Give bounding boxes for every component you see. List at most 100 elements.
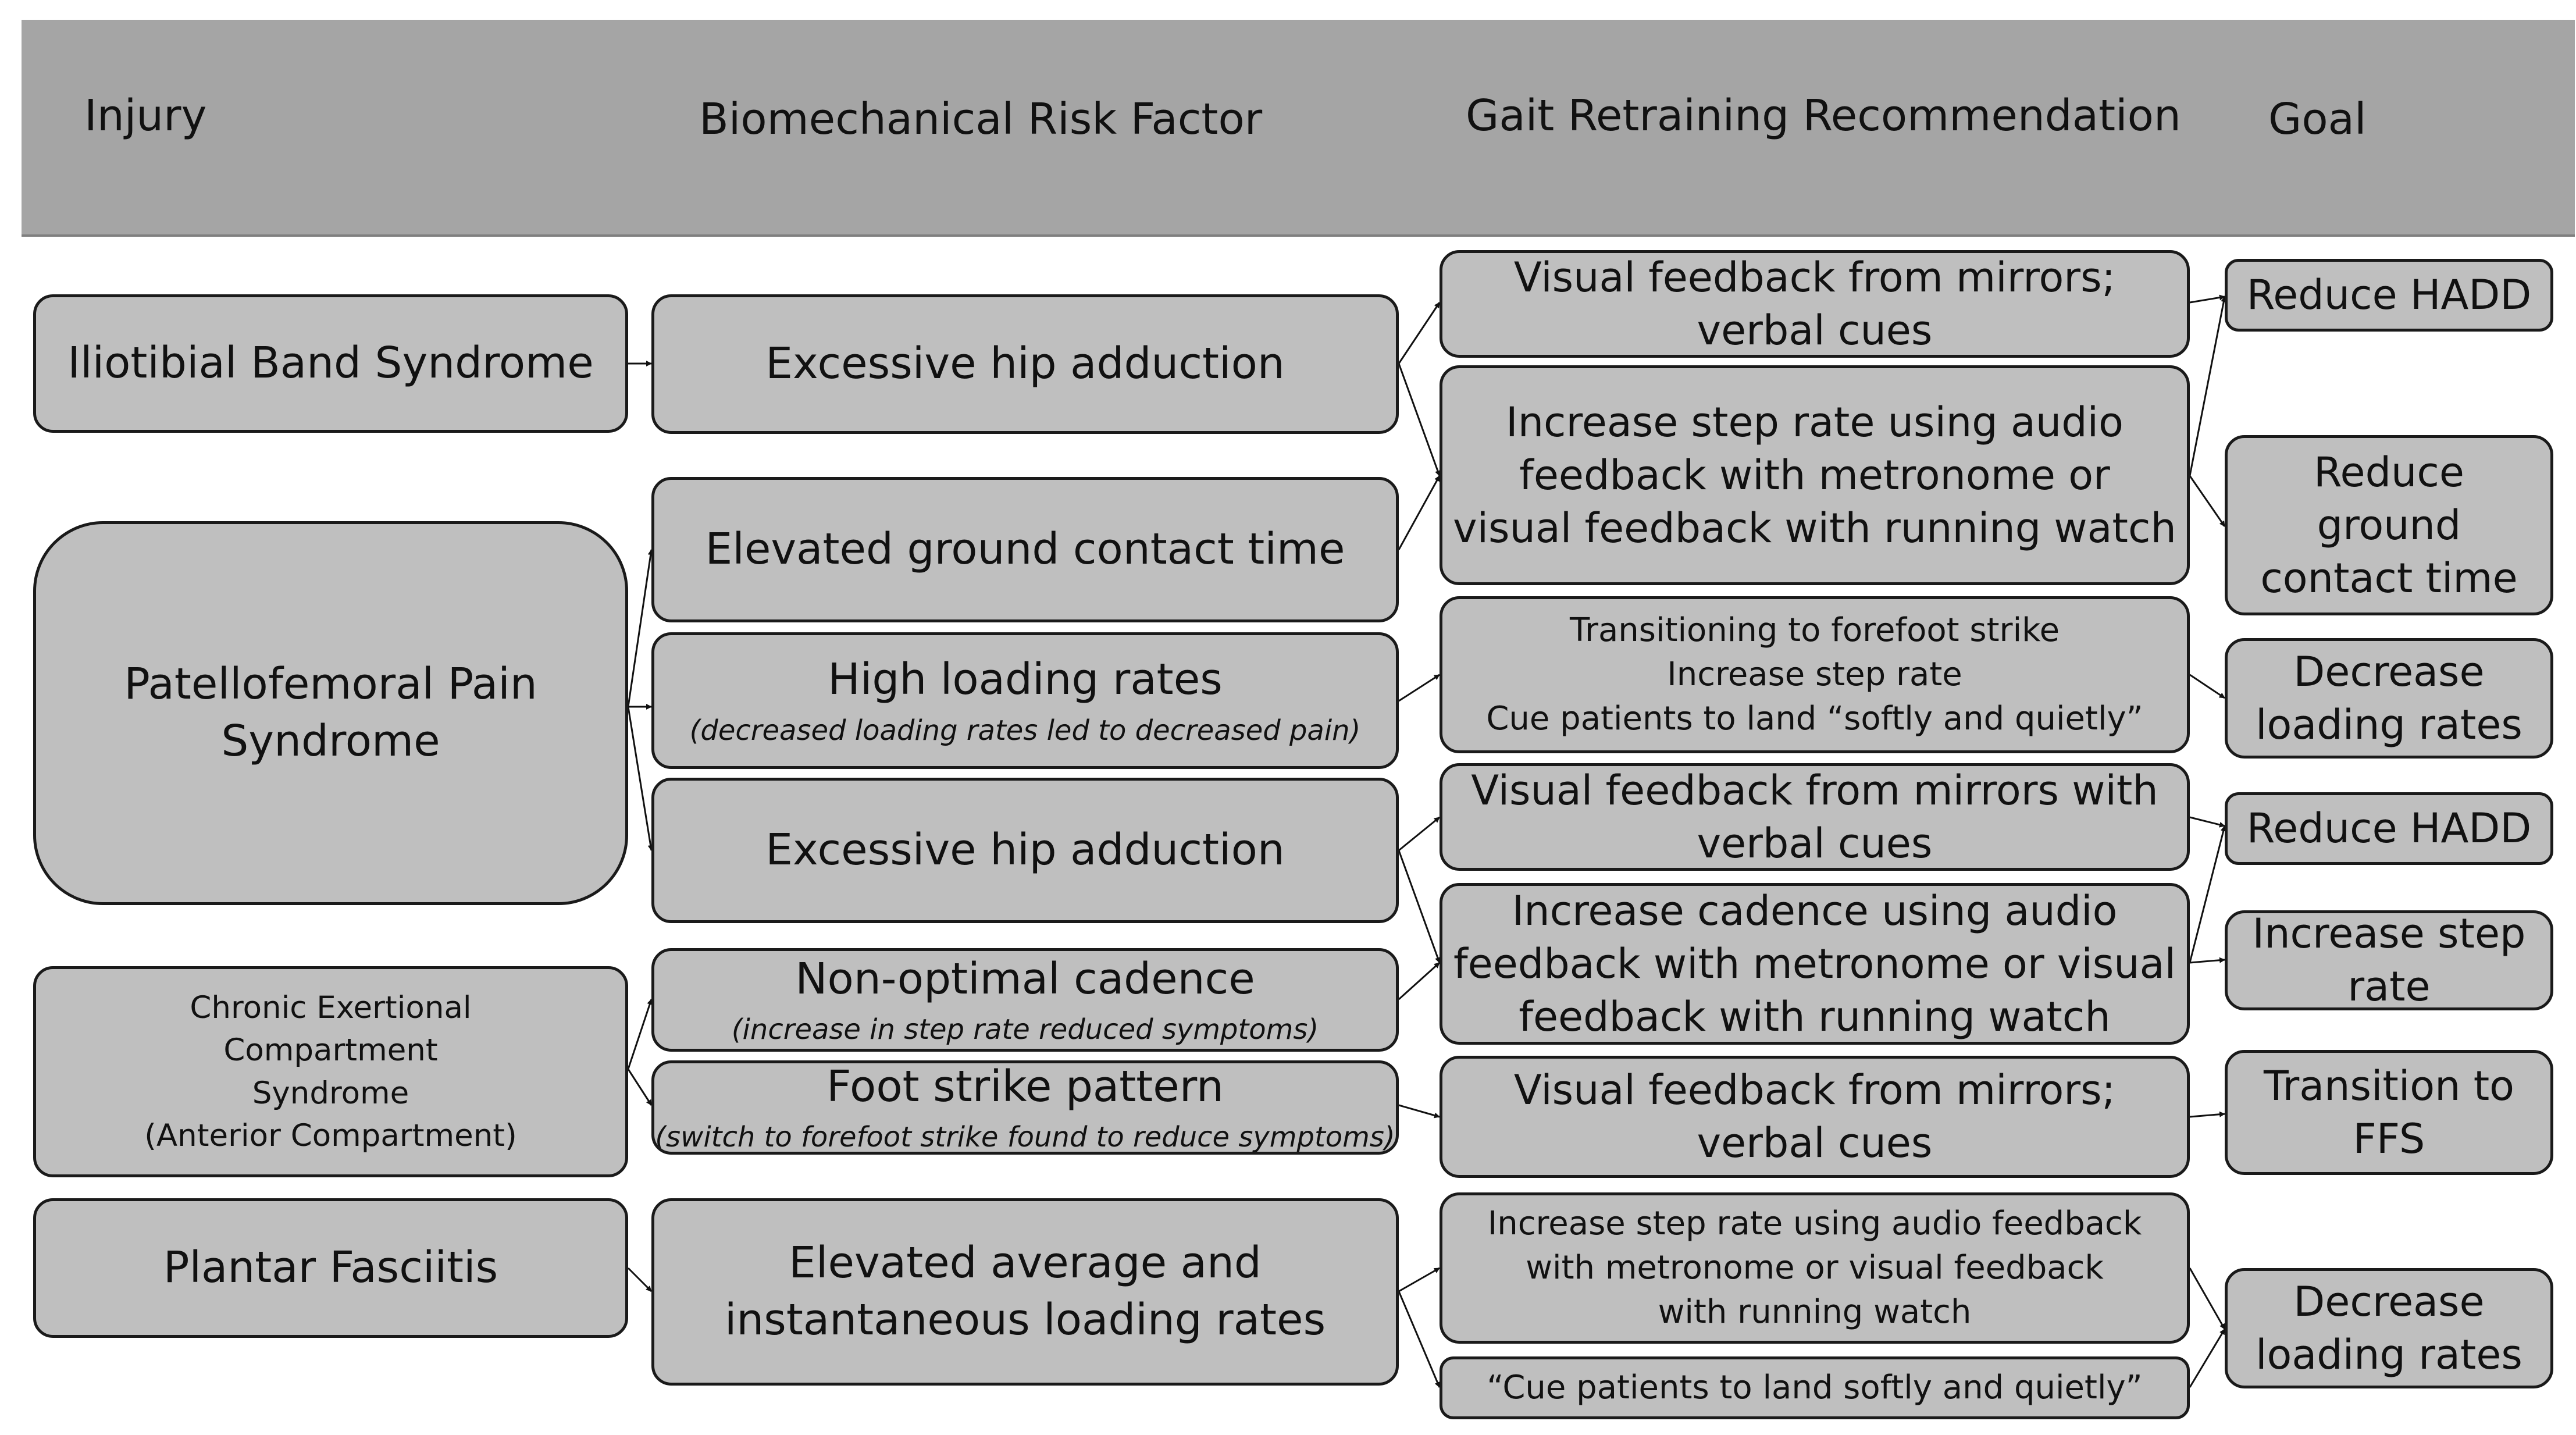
goal-reduce-gct: Reduce ground contact time xyxy=(2225,435,2553,615)
risk-foot-strike-note: (switch to forefoot strike found to redu… xyxy=(655,1121,1395,1154)
injury-cecs-line-3: Syndrome xyxy=(252,1075,409,1111)
arrow-cecs-to-cadence xyxy=(627,999,653,1070)
arrow-pfps-to-gct xyxy=(627,549,654,707)
header-recommendation: Gait Retraining Recommendation xyxy=(1466,91,2181,141)
rec-increase-cadence: Increase cadence using audio feedback wi… xyxy=(1440,883,2190,1045)
rec-r1-line-2: verbal cues xyxy=(1697,306,1933,354)
risk-elevated-loading-rates: Elevated average and instantaneous loadi… xyxy=(651,1198,1399,1386)
injury-itbs-label: Iliotibial Band Syndrome xyxy=(67,338,594,389)
rec-cue-land-softly: “Cue patients to land softly and quietly… xyxy=(1440,1356,2190,1419)
rec-increase-step-rate-2: Increase step rate using audio feedback … xyxy=(1440,1192,2190,1344)
rec-r5-line-2: feedback with metronome or visual xyxy=(1453,939,2176,988)
risk-foot-strike-label: Foot strike pattern xyxy=(826,1061,1224,1112)
rec-mirrors-verbal-cues-1: Visual feedback from mirrors; verbal cue… xyxy=(1440,250,2190,358)
rec-r3-line-2: Increase step rate xyxy=(1667,655,1962,693)
rec-r5-line-1: Increase cadence using audio xyxy=(1512,886,2118,935)
risk-foot-strike-pattern: Foot strike pattern (switch to forefoot … xyxy=(651,1060,1399,1155)
arrow-gct-to-r2 xyxy=(1398,475,1441,550)
arrow-r5-to-g5 xyxy=(2189,957,2225,964)
injury-cecs-line-1: Chronic Exertional xyxy=(190,990,472,1026)
risk-elevated-lr-line-2: instantaneous loading rates xyxy=(724,1295,1326,1345)
arrow-elevated-lr-to-r8 xyxy=(1398,1291,1441,1388)
rec-r8-label: “Cue patients to land softly and quietly… xyxy=(1487,1368,2143,1406)
arrow-hip-add-to-r4 xyxy=(1398,816,1440,852)
goal-g7-line-2: loading rates xyxy=(2256,1330,2522,1379)
rec-r1-line-1: Visual feedback from mirrors; xyxy=(1513,253,2116,301)
injury-pfps-line-1: Patellofemoral Pain xyxy=(124,659,537,710)
arrow-high-lr-to-r3 xyxy=(1398,674,1440,702)
risk-high-lr-label: High loading rates xyxy=(828,654,1223,705)
goal-decrease-lr-2: Decrease loading rates xyxy=(2225,1268,2553,1388)
header-injury: Injury xyxy=(84,91,207,141)
risk-hip-adduction-itbs: Excessive hip adduction xyxy=(651,294,1399,434)
header-band xyxy=(22,20,2575,237)
risk-hip-adduction-pfps-label: Excessive hip adduction xyxy=(765,825,1285,875)
injury-cecs-line-2: Compartment xyxy=(223,1032,438,1069)
goal-g5-line-1: Increase step xyxy=(2252,910,2526,957)
risk-elevated-lr-line-1: Elevated average and xyxy=(789,1238,1262,1288)
goal-reduce-hadd-2: Reduce HADD xyxy=(2225,792,2553,865)
arrow-r4-to-g4 xyxy=(2189,816,2225,828)
goal-g1-label: Reduce HADD xyxy=(2246,271,2532,319)
injury-pfps: Patellofemoral Pain Syndrome xyxy=(33,521,628,905)
goal-g6-line-1: Transition to xyxy=(2263,1062,2515,1110)
risk-high-lr-note: (decreased loading rates led to decrease… xyxy=(689,714,1361,747)
goal-g3-line-1: Decrease xyxy=(2293,647,2485,696)
rec-r4-line-2: verbal cues xyxy=(1697,819,1933,867)
arrow-r6-to-g6 xyxy=(2189,1111,2225,1118)
goal-g5-line-2: rate xyxy=(2347,963,2431,1010)
risk-cadence-note: (increase in step rate reduced symptoms) xyxy=(731,1013,1319,1046)
rec-mirrors-verbal-cues-3: Visual feedback from mirrors; verbal cue… xyxy=(1440,1056,2190,1178)
goal-increase-step-rate: Increase step rate xyxy=(2225,910,2553,1010)
arrow-hip-add-to-r1 xyxy=(1398,302,1441,364)
goal-g2-line-1: Reduce xyxy=(2314,448,2464,496)
arrow-foot-strike-to-r6 xyxy=(1398,1104,1440,1119)
rec-r6-line-2: verbal cues xyxy=(1697,1119,1933,1167)
injury-plantar-fasciitis: Plantar Fasciitis xyxy=(33,1198,628,1338)
goal-reduce-hadd-1: Reduce HADD xyxy=(2225,259,2553,332)
arrow-r8-to-g7 xyxy=(2189,1329,2226,1388)
rec-increase-step-rate-1: Increase step rate using audio feedback … xyxy=(1440,365,2190,585)
risk-ground-contact-time: Elevated ground contact time xyxy=(651,477,1399,622)
rec-r6-line-1: Visual feedback from mirrors; xyxy=(1513,1066,2116,1114)
risk-hip-adduction-pfps: Excessive hip adduction xyxy=(651,778,1399,923)
rec-r2-line-3: visual feedback with running watch xyxy=(1453,504,2176,552)
arrow-r5-to-g4 xyxy=(2189,825,2226,963)
arrow-hip-add-to-r5 xyxy=(1398,850,1441,963)
rec-r3-line-3: Cue patients to land “softly and quietly… xyxy=(1486,700,2143,738)
rec-r2-line-1: Increase step rate using audio xyxy=(1506,398,2123,446)
injury-cecs: Chronic Exertional Compartment Syndrome … xyxy=(33,966,628,1177)
arrow-cadence-to-r5 xyxy=(1398,962,1441,1000)
goal-g2-line-3: contact time xyxy=(2260,554,2518,602)
goal-g4-label: Reduce HADD xyxy=(2246,804,2532,852)
injury-cecs-line-4: (Anterior Compartment) xyxy=(144,1117,517,1153)
goal-g2-line-2: ground xyxy=(2317,501,2461,549)
rec-mirrors-verbal-cues-2: Visual feedback from mirrors with verbal… xyxy=(1440,763,2190,871)
arrow-pf-to-elevated-lr xyxy=(627,1267,653,1292)
injury-itbs: Iliotibial Band Syndrome xyxy=(33,294,628,433)
arrow-r7-to-g7 xyxy=(2189,1267,2226,1330)
rec-r7-line-2: with metronome or visual feedback xyxy=(1526,1248,2104,1287)
goal-g3-line-2: loading rates xyxy=(2256,700,2522,749)
goal-g6-line-2: FFS xyxy=(2353,1114,2425,1163)
header-risk-factor: Biomechanical Risk Factor xyxy=(699,94,1263,144)
injury-pf-label: Plantar Fasciitis xyxy=(163,1242,498,1293)
arrow-cecs-to-foot-strike xyxy=(627,1069,653,1106)
risk-cadence-label: Non-optimal cadence xyxy=(795,953,1255,1004)
risk-high-loading-rates: High loading rates (decreased loading ra… xyxy=(651,632,1399,769)
arrow-r2-to-g2 xyxy=(2189,475,2226,527)
rec-r7-line-1: Increase step rate using audio feedback xyxy=(1487,1204,2142,1242)
risk-hip-adduction-itbs-label: Excessive hip adduction xyxy=(765,339,1285,389)
rec-r7-line-3: with running watch xyxy=(1658,1293,1972,1331)
goal-transition-ffs: Transition to FFS xyxy=(2225,1050,2553,1175)
rec-r3-line-1: Transitioning to forefoot strike xyxy=(1569,611,2060,649)
header-goal: Goal xyxy=(2268,94,2367,144)
rec-r2-line-2: feedback with metronome or xyxy=(1519,451,2110,499)
injury-pfps-line-2: Syndrome xyxy=(221,716,440,766)
goal-decrease-lr-1: Decrease loading rates xyxy=(2225,638,2553,759)
arrow-pfps-to-hip-add xyxy=(627,706,654,851)
rec-r5-line-3: feedback with running watch xyxy=(1519,992,2111,1041)
arrow-r3-to-g3 xyxy=(2189,674,2225,699)
